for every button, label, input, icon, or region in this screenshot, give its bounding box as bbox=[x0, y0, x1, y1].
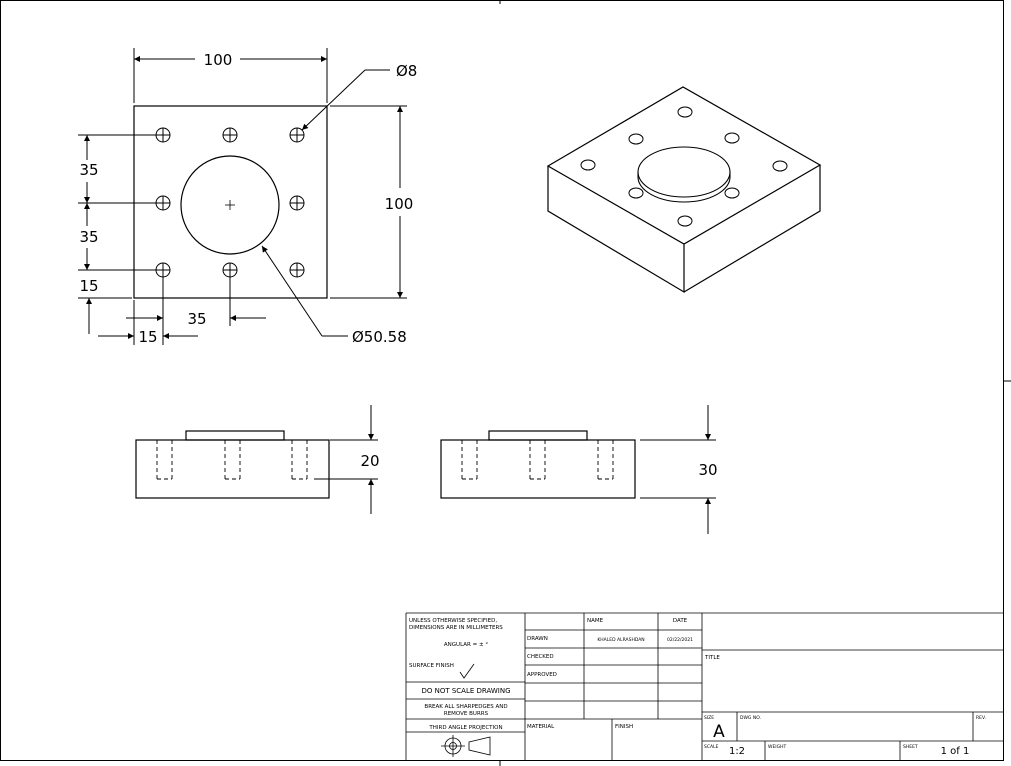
bolt-hole bbox=[289, 262, 305, 278]
scale-value: 1:2 bbox=[729, 746, 745, 757]
drawn-name: KHALED ALRASHDAN bbox=[597, 637, 644, 643]
horizontal-dimension-label: 35 bbox=[187, 310, 206, 328]
bolt-hole bbox=[289, 195, 305, 211]
bolt-hole bbox=[289, 127, 305, 143]
rev-label: REV. bbox=[976, 715, 986, 721]
size-label: SIZE bbox=[704, 715, 714, 721]
tolerance-note: DIMENSIONS ARE IN MILLIMETERS bbox=[409, 625, 503, 631]
front-view-dimension bbox=[314, 405, 378, 514]
title-block bbox=[405, 612, 1003, 760]
bolt-hole bbox=[222, 127, 238, 143]
boss-circle bbox=[180, 155, 280, 255]
surface-finish-label: SURFACE FINISH bbox=[409, 663, 454, 669]
size-value: A bbox=[713, 722, 725, 742]
height-dimension-label: 100 bbox=[385, 195, 414, 213]
vertical-dimension-label: 35 bbox=[79, 161, 98, 179]
weight-label: WEIGHT bbox=[768, 744, 786, 750]
iso-top-face bbox=[546, 86, 822, 245]
vertical-dimension-label: 15 bbox=[79, 277, 98, 295]
sheet-label: SHEET bbox=[903, 744, 918, 750]
drawn-label: DRAWN bbox=[527, 636, 548, 642]
projection-label: THIRD ANGLE PROJECTION bbox=[428, 725, 502, 731]
date-header: DATE bbox=[673, 618, 688, 624]
bolt-hole bbox=[155, 127, 171, 143]
iso-front-right-edges bbox=[683, 165, 821, 293]
iso-front-left-edges bbox=[547, 166, 685, 294]
top-view-dimension-text: 100 100 Ø8 Ø50.58 35 35 15 35 15 bbox=[79, 51, 417, 346]
side-view-dimension bbox=[640, 405, 716, 534]
vertical-dimension-label: 35 bbox=[79, 228, 98, 246]
width-dimension-label: 100 bbox=[204, 51, 233, 69]
boss-diameter-label: Ø50.58 bbox=[352, 328, 407, 346]
approved-label: APPROVED bbox=[527, 672, 557, 678]
break-edges-note: BREAK ALL SHARPEDGES AND bbox=[424, 704, 507, 710]
surface-finish-icon bbox=[459, 663, 475, 679]
sheet-value: 1 of 1 bbox=[941, 746, 970, 757]
finish-label: FINISH bbox=[615, 724, 633, 730]
bolt-hole bbox=[222, 262, 238, 278]
dwg-no-label: DWG NO. bbox=[740, 715, 761, 721]
horizontal-dimension-label: 15 bbox=[138, 328, 157, 346]
material-label: MATERIAL bbox=[527, 724, 555, 730]
title-label: TITLE bbox=[704, 655, 720, 661]
iso-holes bbox=[580, 106, 788, 227]
drawn-date: 02/22/2021 bbox=[667, 637, 693, 643]
third-angle-projection-icon bbox=[441, 735, 491, 757]
isometric-view bbox=[546, 86, 822, 294]
top-view bbox=[133, 105, 328, 299]
iso-boss bbox=[637, 146, 731, 203]
break-edges-note: REMOVE BURRS bbox=[444, 711, 489, 717]
checked-label: CHECKED bbox=[527, 654, 554, 660]
block-height-label: 30 bbox=[698, 461, 717, 479]
side-view bbox=[440, 430, 636, 499]
name-header: NAME bbox=[587, 618, 604, 624]
top-view-dimensions bbox=[78, 48, 407, 345]
hole-depth-label: 20 bbox=[360, 452, 379, 470]
boss-center-mark bbox=[225, 200, 235, 210]
title-block-text: UNLESS OTHERWISE SPECIFIED, DIMENSIONS A… bbox=[409, 618, 986, 757]
tolerance-note: UNLESS OTHERWISE SPECIFIED, bbox=[409, 618, 497, 624]
do-not-scale-note: DO NOT SCALE DRAWING bbox=[421, 687, 510, 695]
front-view bbox=[135, 430, 330, 499]
bolt-hole bbox=[155, 195, 171, 211]
scale-label: SCALE bbox=[704, 744, 719, 750]
angular-note: ANGULAR = ± ° bbox=[444, 642, 488, 648]
hole-diameter-label: Ø8 bbox=[396, 62, 417, 80]
bolt-hole bbox=[155, 262, 171, 278]
